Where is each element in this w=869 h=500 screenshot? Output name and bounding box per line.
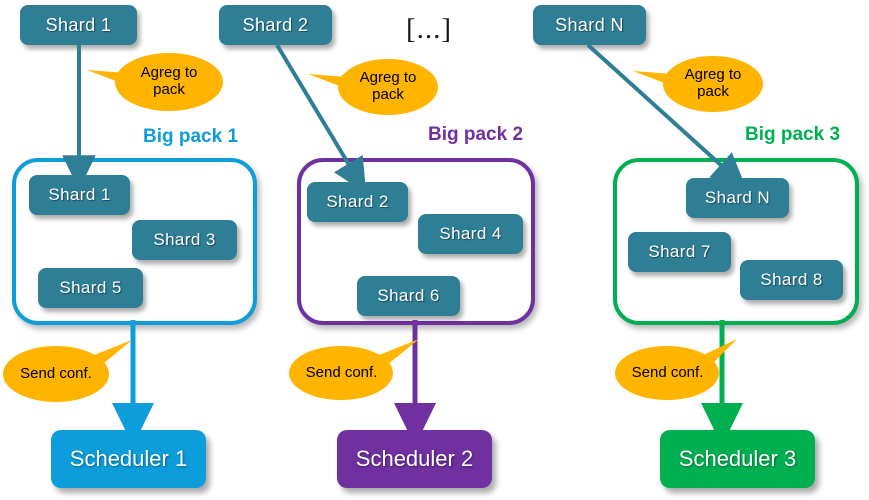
pack1-shard-5[interactable]: Shard 5 [38,268,143,308]
callout-bubble-shape [87,53,223,111]
scheduler-3[interactable]: Scheduler 3 [660,430,815,488]
top-shard-2[interactable]: Shard 2 [219,5,332,45]
callout-bubble-shape [615,339,737,400]
agreg-callout-2-line2: pack [372,86,404,103]
send-conf-callout-2-text: Send conf. [305,363,378,381]
agreg-callout-3-line2: pack [697,83,729,100]
send-conf-callout-2[interactable]: Send conf. [289,339,419,401]
top-shard-n[interactable]: Shard N [533,5,646,45]
big-pack-2-label: Big pack 2 [428,124,524,145]
big-pack-1-label: Big pack 1 [143,126,239,147]
agreg-callout-1-line1: Agreg to [140,64,198,82]
pack1-shard-3[interactable]: Shard 3 [132,220,237,260]
agreg-callout-2[interactable]: Agreg to pack [308,58,440,116]
agreg-callout-3[interactable]: Agreg to pack [633,55,765,113]
callout-bubble-shape [3,340,132,402]
send-conf-callout-1[interactable]: Send conf. [2,340,132,403]
pack2-shard-2[interactable]: Shard 2 [307,182,408,222]
ellipsis-marker: [...] [406,13,453,45]
callout-bubble-shape [289,339,419,400]
agreg-callout-1[interactable]: Agreg to pack [87,52,225,112]
agreg-callout-2-text: Agreg to pack [354,69,423,104]
pack3-shard-n[interactable]: Shard N [686,178,789,218]
top-shard-1[interactable]: Shard 1 [20,5,137,45]
scheduler-2[interactable]: Scheduler 2 [337,430,492,488]
pack2-shard-6[interactable]: Shard 6 [357,276,460,316]
agreg-callout-2-line1: Agreg to [359,69,417,87]
send-conf-callout-1-text: Send conf. [20,364,92,382]
agreg-callout-1-text: Agreg to pack [135,64,204,99]
agreg-callout-3-text: Agreg to pack [679,66,748,101]
pack3-shard-7[interactable]: Shard 7 [628,232,731,272]
send-conf-callout-3[interactable]: Send conf. [615,339,737,401]
pack3-shard-8[interactable]: Shard 8 [740,260,843,300]
send-conf-callout-3-text: Send conf. [631,363,704,381]
agreg-callout-3-line1: Agreg to [684,66,742,84]
pack1-shard-1[interactable]: Shard 1 [29,175,130,215]
agreg-callout-1-line2: pack [153,81,185,98]
big-pack-3-label: Big pack 3 [745,124,841,145]
pack2-shard-4[interactable]: Shard 4 [418,214,523,254]
scheduler-1[interactable]: Scheduler 1 [51,430,206,488]
